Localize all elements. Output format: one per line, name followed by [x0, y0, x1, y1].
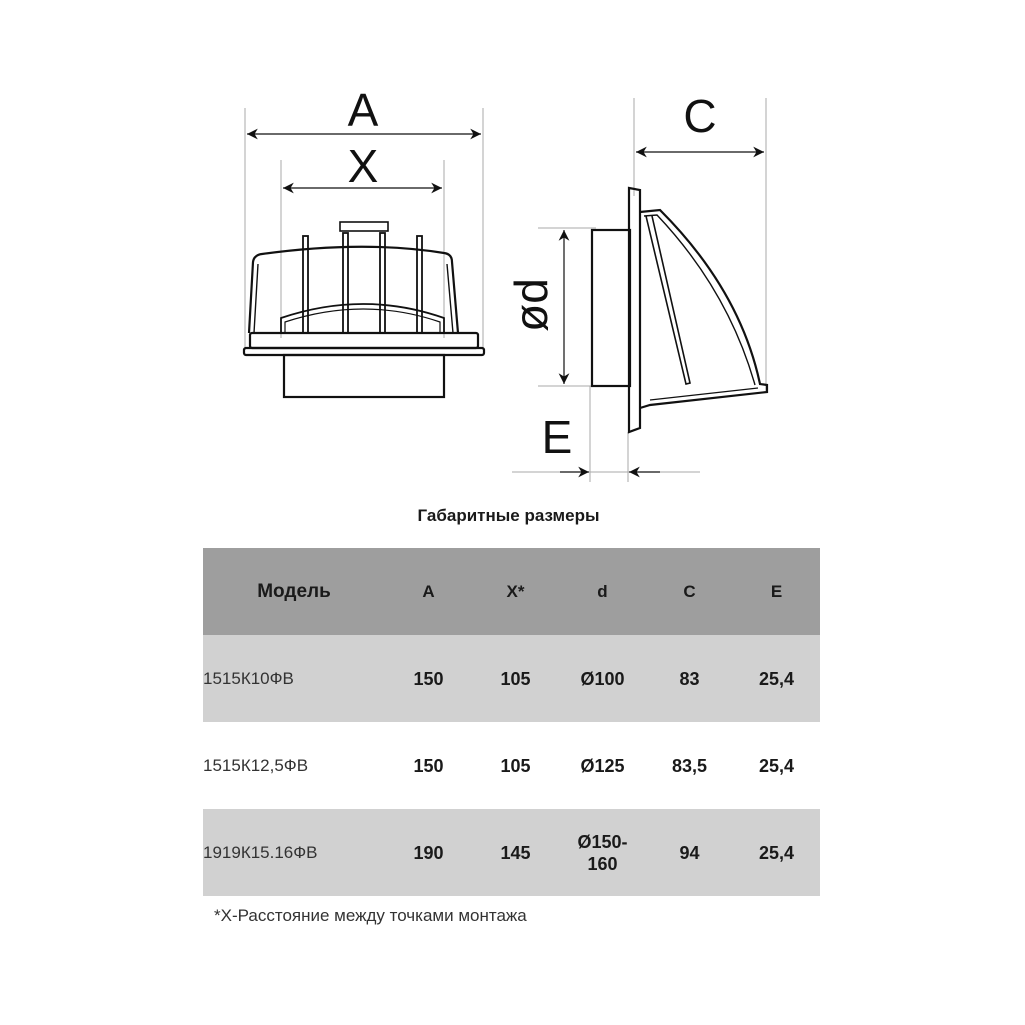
label-d: ød: [505, 278, 557, 332]
table-row: 1919К15.16ФВ 190 145 Ø150-160 94 25,4: [203, 809, 820, 896]
side-view: [512, 98, 769, 482]
section-title: Габаритные размеры: [417, 506, 600, 525]
header-c: C: [683, 581, 696, 601]
front-view: [242, 108, 486, 399]
cell-d: Ø100: [580, 668, 625, 689]
footnote: *X-Расстояние между точками монтажа: [214, 906, 527, 925]
cell-a: 150: [413, 755, 444, 776]
technical-drawing: A X C ød E: [242, 84, 769, 482]
label-x: X: [348, 140, 379, 192]
cell-x: 105: [500, 755, 531, 776]
cell-d: Ø150-160: [577, 831, 628, 874]
label-a: A: [348, 84, 379, 136]
table-row: 1515К10ФВ 150 105 Ø100 83 25,4: [203, 635, 820, 722]
cell-e: 25,4: [758, 755, 795, 776]
cell-c: 83,5: [671, 755, 708, 776]
cell-e: 25,4: [758, 668, 795, 689]
header-e: E: [770, 581, 783, 601]
cell-e: 25,4: [758, 842, 795, 863]
header-d: d: [597, 581, 608, 601]
header-model: Модель: [257, 580, 331, 602]
cell-model: 1515К10ФВ: [203, 668, 294, 688]
header-x: X*: [506, 581, 525, 601]
cell-model: 1515К12,5ФВ: [203, 755, 309, 775]
table-header-row: Модель A X* d C E: [203, 548, 820, 635]
table-row: 1515К12,5ФВ 150 105 Ø125 83,5 25,4: [203, 722, 820, 809]
cell-c: 83: [679, 668, 700, 689]
dimensions-table: Модель A X* d C E 1515К10ФВ 150 105 Ø100…: [203, 548, 820, 896]
cell-model: 1919К15.16ФВ: [203, 842, 318, 862]
cell-x: 105: [500, 668, 531, 689]
header-a: A: [422, 581, 435, 601]
label-c: C: [683, 90, 716, 142]
cell-a: 190: [413, 842, 444, 863]
cell-c: 94: [679, 842, 700, 863]
cell-x: 145: [500, 842, 531, 863]
cell-a: 150: [413, 668, 444, 689]
cell-d: Ø125: [580, 755, 625, 776]
label-e: E: [542, 411, 573, 463]
